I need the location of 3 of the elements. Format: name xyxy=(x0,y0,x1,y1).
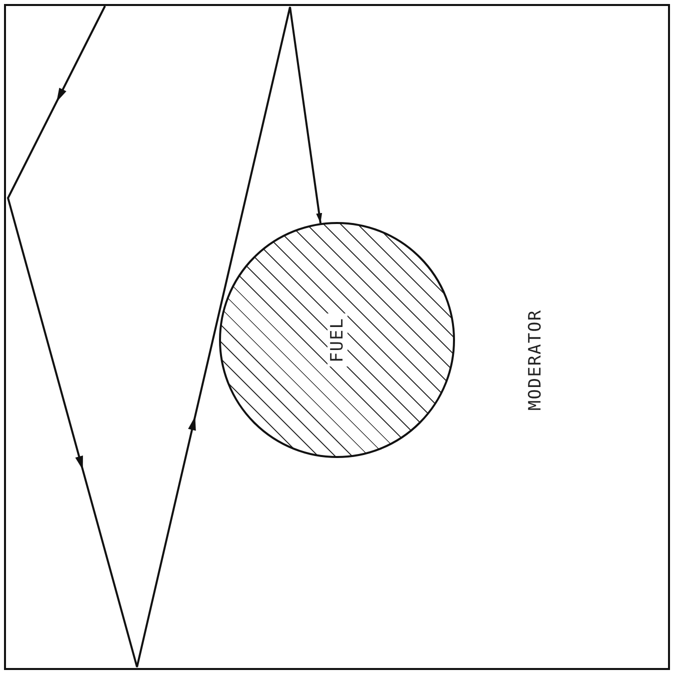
moderator-label: MODERATOR xyxy=(525,309,546,411)
fuel-label: FUEL xyxy=(326,314,347,366)
moderator-square xyxy=(4,4,670,670)
